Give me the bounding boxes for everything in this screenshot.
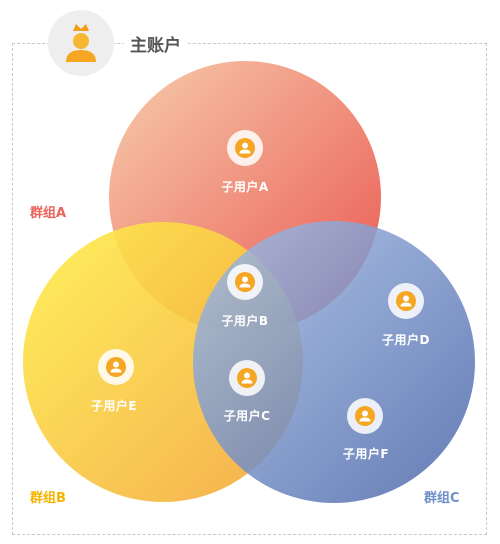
user-icon	[227, 264, 263, 300]
user-label-d: 子用户D	[382, 333, 430, 347]
group-label-a: 群组A	[30, 206, 67, 221]
user-label-a: 子用户A	[221, 180, 269, 194]
user-icon	[229, 360, 265, 396]
group-label-c: 群组C	[424, 491, 460, 506]
user-label-e: 子用户E	[90, 399, 138, 413]
user-icon	[388, 283, 424, 319]
user-icon	[98, 349, 134, 385]
user-icon	[347, 398, 383, 434]
user-label-b: 子用户B	[221, 314, 269, 328]
user-label-f: 子用户F	[342, 447, 390, 461]
user-label-c: 子用户C	[223, 409, 271, 423]
group-label-b: 群组B	[30, 491, 66, 506]
master-account-label: 主账户	[124, 30, 187, 56]
master-account: 主账户	[48, 10, 187, 76]
crowned-user-icon	[48, 10, 114, 76]
user-icon	[227, 130, 263, 166]
dashed-frame	[12, 43, 487, 535]
